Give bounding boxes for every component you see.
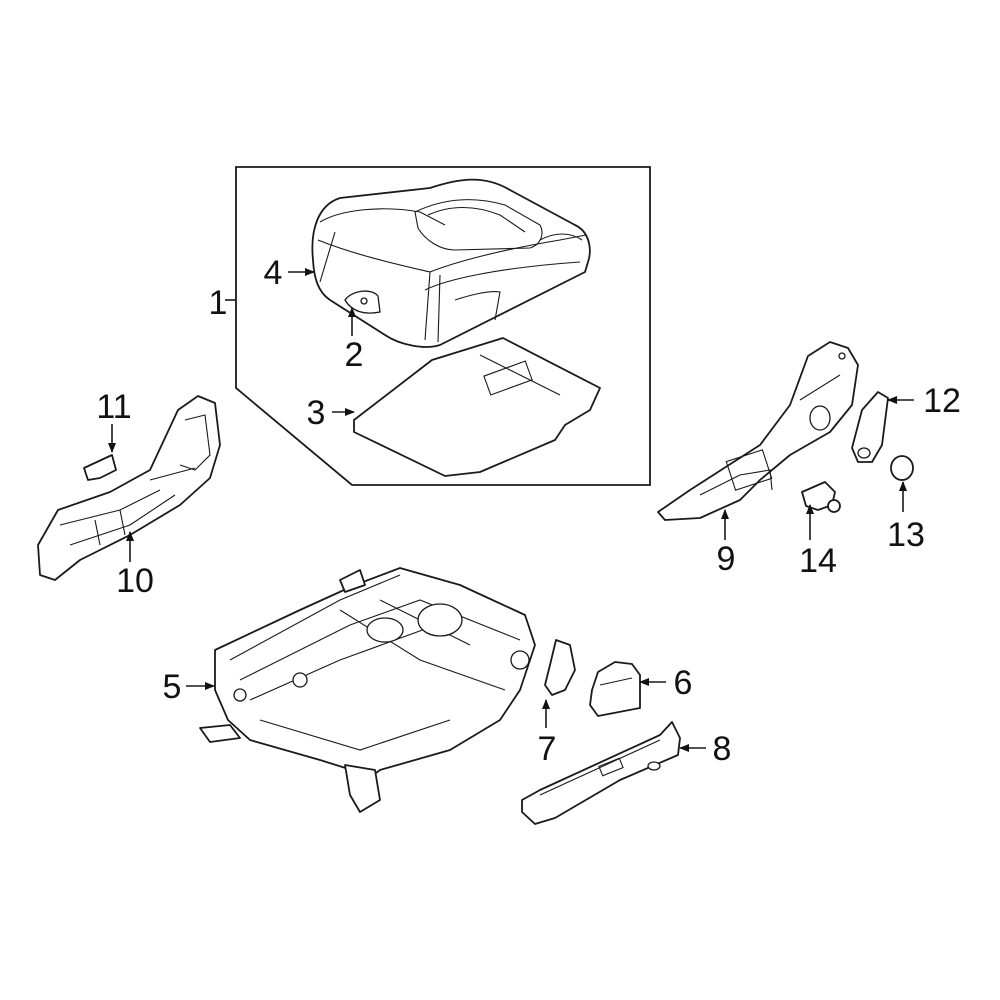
callout-14: 14 <box>799 542 837 580</box>
callout-6: 6 <box>674 664 693 702</box>
callout-4: 4 <box>264 254 283 292</box>
seat-cushion <box>311 178 591 348</box>
callout-13: 13 <box>887 516 925 554</box>
switch-knob <box>801 481 841 513</box>
bracket-cover <box>589 661 641 717</box>
left-side-shield <box>37 395 221 581</box>
round-cap <box>890 455 914 481</box>
seat-mat <box>353 337 601 477</box>
small-bracket <box>544 639 576 696</box>
seat-frame <box>199 567 536 813</box>
callout-3: 3 <box>307 394 326 432</box>
callout-2: 2 <box>345 336 364 374</box>
callout-12: 12 <box>923 382 961 420</box>
callout-1: 1 <box>209 284 228 322</box>
right-side-shield <box>657 341 859 521</box>
callout-10: 10 <box>116 562 154 600</box>
recline-lever <box>851 391 889 463</box>
small-clip <box>83 454 117 481</box>
assembly-bracket <box>235 166 651 486</box>
front-trim <box>521 721 681 825</box>
callout-7: 7 <box>538 730 557 768</box>
callout-8: 8 <box>713 730 732 768</box>
callout-5: 5 <box>163 668 182 706</box>
callout-11: 11 <box>96 388 131 426</box>
callout-9: 9 <box>717 540 736 578</box>
